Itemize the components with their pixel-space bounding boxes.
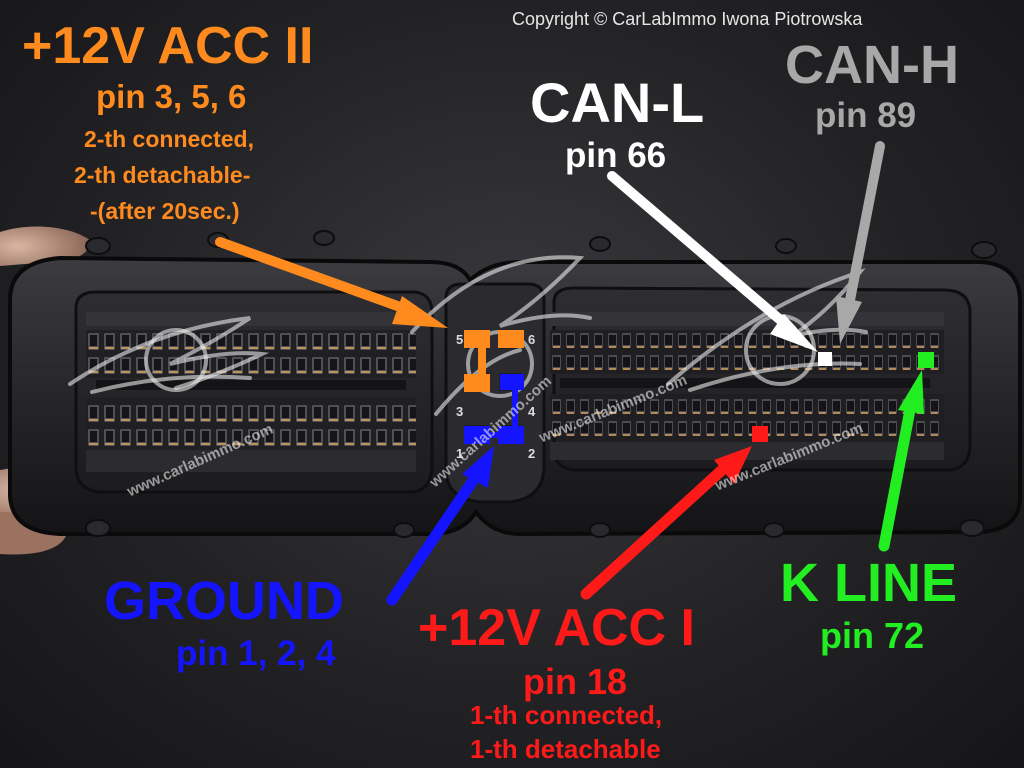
can-h-label-pin: pin 89: [815, 96, 917, 135]
acc2-label-pins: pin 3, 5, 6: [96, 78, 247, 115]
k-line-label-pin: pin 72: [820, 615, 925, 656]
can-l-label-title: CAN-L: [530, 71, 705, 134]
pin-number-3: 3: [456, 404, 463, 419]
ground-label-title: GROUND: [104, 571, 344, 631]
right-pin-block: [550, 312, 944, 460]
acc2-note-line: -(after 20sec.): [90, 198, 240, 224]
can-l-label-pin: pin 66: [565, 136, 667, 175]
acc2-note-line: 2-th detachable-: [74, 162, 251, 188]
acc1-label-pin: pin 18: [523, 661, 628, 702]
pin-number-6: 6: [528, 332, 535, 347]
acc1-note-line: 1-th connected,: [470, 700, 663, 730]
ground-label-pins: pin 1, 2, 4: [176, 634, 336, 673]
pin-number-5: 5: [456, 332, 463, 347]
arrow-icon: [215, 141, 924, 606]
acc2-label-title: +12V ACC II: [22, 17, 314, 75]
pin-number-1: 1: [456, 446, 463, 461]
k-line-label-title: K LINE: [780, 553, 958, 613]
k-line-pin-marker: [918, 352, 934, 368]
pin-number-2: 2: [528, 446, 535, 461]
left-pin-block: [86, 312, 416, 472]
copyright-notice: Copyright © CarLabImmo Iwona Piotrowska: [512, 9, 863, 29]
acc1-pin-marker: [752, 426, 768, 442]
acc2-pin-markers: [464, 330, 524, 392]
acc1-note-line: 1-th detachable: [470, 734, 661, 764]
acc1-label-title: +12V ACC I: [418, 599, 695, 657]
can-h-label-title: CAN-H: [785, 35, 959, 95]
can-l-pin-marker: [818, 352, 832, 366]
ground-pin-markers: [464, 374, 524, 444]
acc2-note-line: 2-th connected,: [84, 126, 254, 152]
pin-number-4: 4: [528, 404, 536, 419]
